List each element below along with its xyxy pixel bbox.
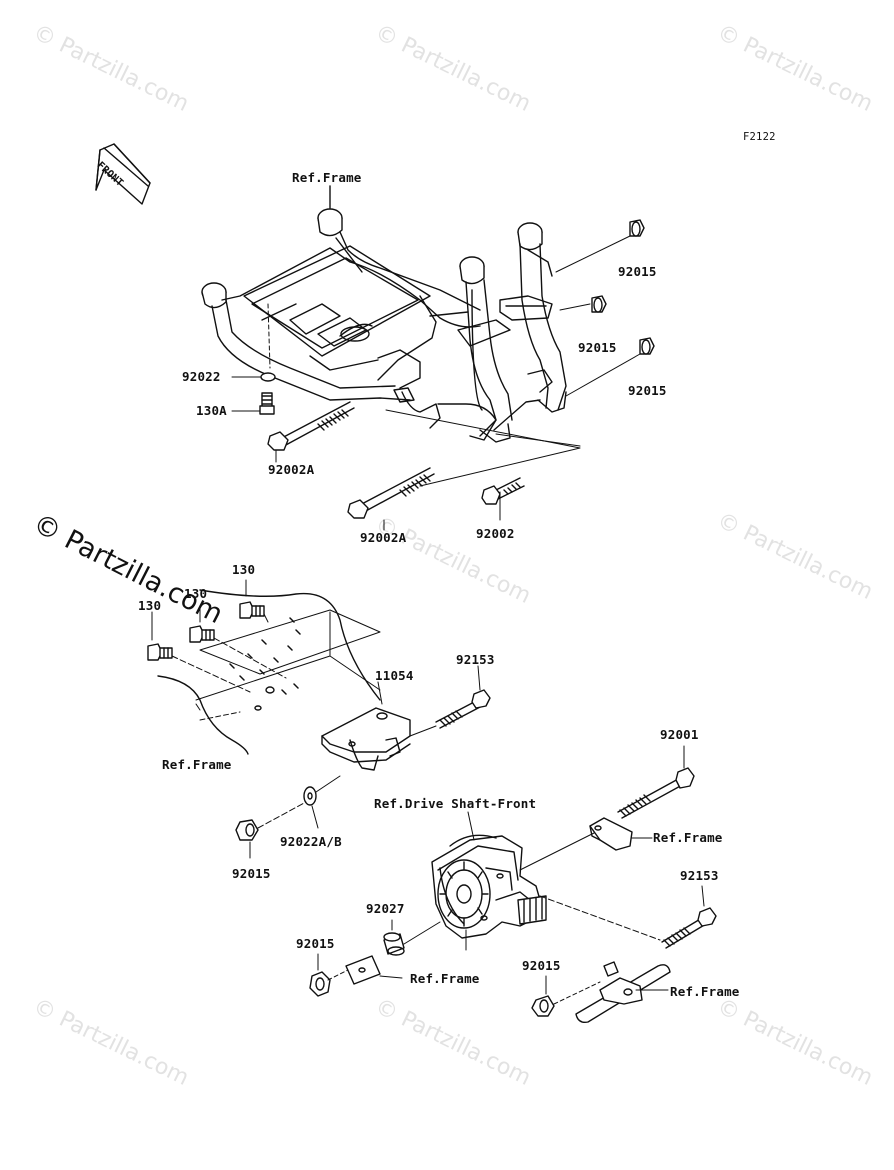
part-label-92002A[interactable]: 92002A [268, 462, 315, 477]
part-label-11054[interactable]: 11054 [375, 668, 414, 683]
part-label-130[interactable]: 130 [184, 586, 208, 601]
part-label-92015[interactable]: 92015 [628, 383, 667, 398]
nut-92015 [629, 219, 645, 237]
bracket-11054 [321, 707, 411, 771]
part-label-92015[interactable]: 92015 [578, 340, 617, 355]
frame-bracket [589, 817, 633, 851]
washer-92022 [260, 372, 276, 382]
diagram-code: F2122 [743, 131, 776, 143]
frame-bracket [345, 955, 381, 985]
frame-tube [575, 961, 671, 1024]
part-label-92153[interactable]: 92153 [456, 652, 495, 667]
frame-assembly [201, 208, 567, 443]
part-label-92015[interactable]: 92015 [232, 866, 271, 881]
washer-92022AB [303, 786, 317, 806]
bolt-92153 [661, 907, 717, 949]
bolt-130 [189, 625, 215, 643]
bolt-130A [259, 392, 275, 415]
bolt-92002A [347, 467, 435, 519]
ref-frame-label[interactable]: Ref.Frame [162, 757, 232, 772]
part-label-92002A[interactable]: 92002A [360, 530, 407, 545]
spacer-92027 [383, 932, 405, 956]
nut-92015 [235, 819, 259, 841]
nut-92015 [639, 337, 655, 355]
ref-frame-label[interactable]: Ref.Frame [292, 170, 362, 185]
part-label-92015[interactable]: 92015 [618, 264, 657, 279]
bolt-92002 [481, 477, 525, 505]
part-label-92001[interactable]: 92001 [660, 727, 699, 742]
part-label-130A[interactable]: 130A [196, 403, 227, 418]
part-label-130[interactable]: 130 [232, 562, 256, 577]
ref-drive-shaft-front-label[interactable]: Ref.Drive Shaft-Front [374, 796, 537, 811]
bolt-130 [239, 601, 265, 619]
bolt-130 [147, 643, 173, 661]
bolt-92001 [617, 767, 695, 819]
ref-frame-label[interactable]: Ref.Frame [410, 971, 480, 986]
bolt-92153 [435, 689, 491, 729]
nut-92015 [309, 971, 331, 997]
part-label-92027[interactable]: 92027 [366, 901, 405, 916]
ref-frame-label[interactable]: Ref.Frame [653, 830, 723, 845]
nut-92015 [591, 295, 607, 313]
part-label-92015[interactable]: 92015 [522, 958, 561, 973]
front-differential [431, 834, 547, 939]
bolt-92002A [267, 401, 355, 451]
part-label-92015[interactable]: 92015 [296, 936, 335, 951]
part-label-92153[interactable]: 92153 [680, 868, 719, 883]
part-label-92022[interactable]: 92022 [182, 369, 221, 384]
frame-section [157, 589, 381, 755]
ref-frame-label[interactable]: Ref.Frame [670, 984, 740, 999]
part-label-130[interactable]: 130 [138, 598, 162, 613]
part-label-92002[interactable]: 92002 [476, 526, 515, 541]
part-label-92022AB[interactable]: 92022A/B [280, 834, 342, 849]
front-arrow-icon [95, 143, 151, 205]
nut-92015 [531, 995, 555, 1017]
